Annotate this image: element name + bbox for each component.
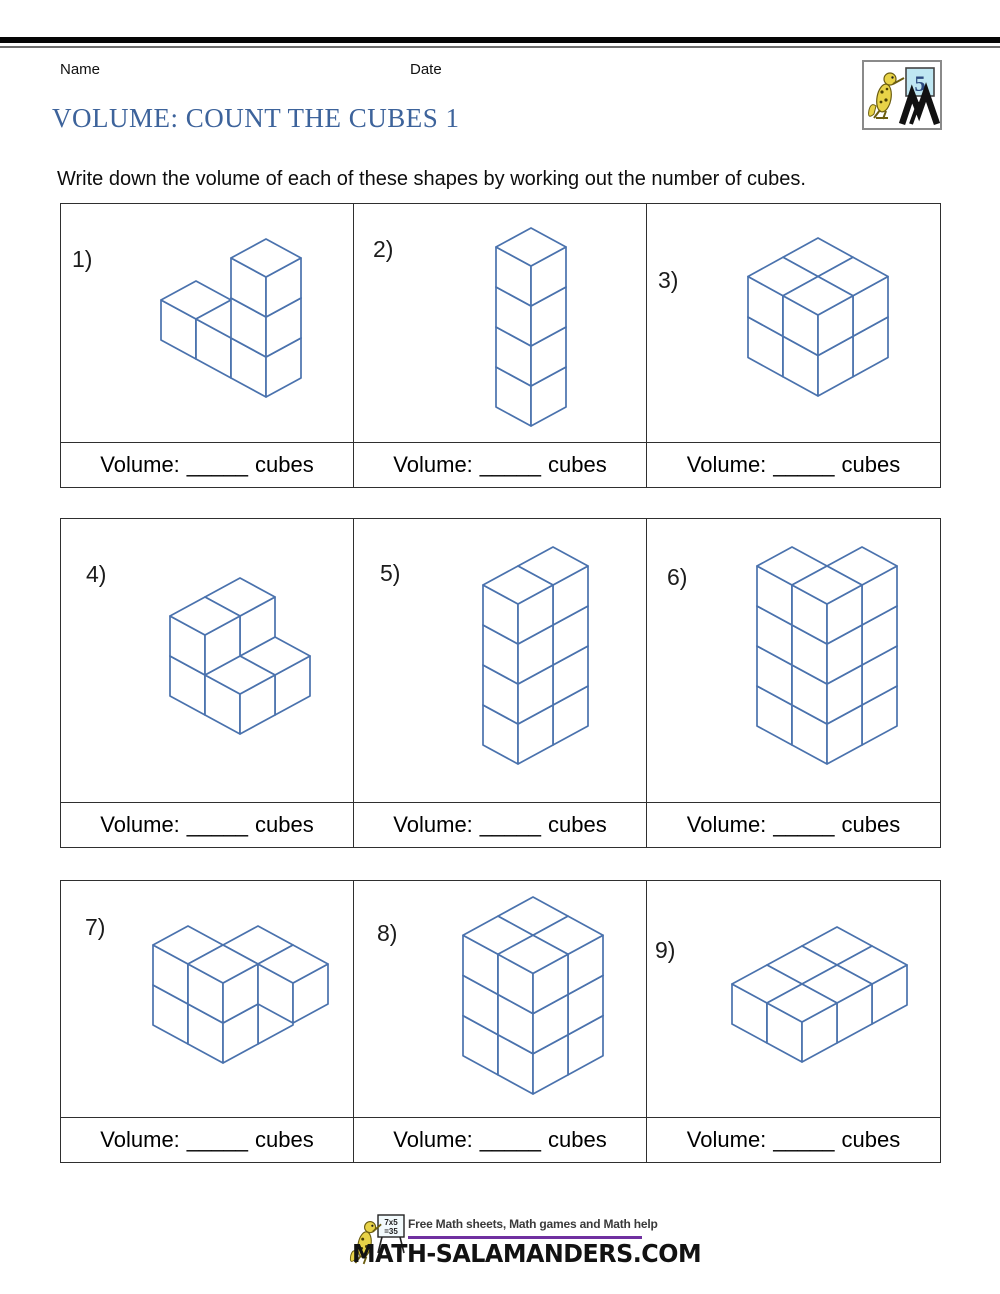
figure-number: 1) xyxy=(72,246,93,272)
volume-label: Volume: xyxy=(393,812,473,837)
volume-row: Volume:_____cubes xyxy=(61,442,354,487)
cube-figure xyxy=(495,227,567,427)
cube-figure xyxy=(482,546,589,765)
name-label: Name xyxy=(60,61,101,78)
footer-salamander-icon: 7x5 =35 xyxy=(349,1214,405,1265)
cube-figure xyxy=(169,577,311,735)
footer-tagline: Free Math sheets, Math games and Math he… xyxy=(408,1217,658,1231)
volume-row: Volume:_____cubes xyxy=(354,442,647,487)
volume-blank[interactable]: _____ xyxy=(479,1127,541,1152)
volume-blank[interactable]: _____ xyxy=(186,812,248,837)
volume-blank[interactable]: _____ xyxy=(773,812,835,837)
salamander-icon xyxy=(868,72,905,120)
logo-badge-art: 5 xyxy=(868,67,940,126)
top-rule-thin xyxy=(0,46,1000,48)
volume-unit: cubes xyxy=(841,812,901,837)
volume-blank[interactable]: _____ xyxy=(479,812,541,837)
top-rule-thick xyxy=(0,37,1000,43)
volume-label: Volume: xyxy=(686,812,767,837)
m-logo-icon xyxy=(898,82,940,126)
footer-divider xyxy=(408,1236,642,1239)
footer-board-icon: 7x5 =35 xyxy=(377,1214,405,1254)
volume-label: Volume: xyxy=(393,1127,473,1152)
page-title: VOLUME: COUNT THE CUBES 1 xyxy=(52,103,460,133)
figure-number: 9) xyxy=(655,937,676,963)
volume-unit: cubes xyxy=(547,452,607,477)
worksheet-cell: 2) xyxy=(354,204,647,442)
volume-unit: cubes xyxy=(254,812,314,837)
figure-number: 6) xyxy=(667,564,688,590)
volume-blank[interactable]: _____ xyxy=(773,1127,835,1152)
figure-number: 5) xyxy=(380,560,401,586)
volume-blank[interactable]: _____ xyxy=(186,1127,248,1152)
cube-figure xyxy=(731,926,908,1063)
site-logo-text: MATH-SALAMANDERS.COM xyxy=(352,1239,702,1268)
worksheet-cell: 5) xyxy=(354,519,647,802)
worksheet-cell: 9) xyxy=(647,881,940,1117)
cube-figure xyxy=(160,238,302,398)
figure-number: 2) xyxy=(373,236,394,262)
worksheet-cell: 1) xyxy=(61,204,354,442)
volume-label: Volume: xyxy=(686,1127,767,1152)
instruction-text: Write down the volume of each of these s… xyxy=(57,168,806,190)
volume-label: Volume: xyxy=(686,452,767,477)
svg-text:=35: =35 xyxy=(384,1227,398,1236)
cube-figure xyxy=(747,237,889,397)
svg-text:5: 5 xyxy=(915,71,926,96)
volume-row: Volume:_____cubes xyxy=(61,802,354,847)
volume-blank[interactable]: _____ xyxy=(773,452,835,477)
volume-unit: cubes xyxy=(841,1127,901,1152)
worksheet-cell: 8) xyxy=(354,881,647,1117)
figure-number: 4) xyxy=(86,561,107,587)
cube-figure xyxy=(756,546,898,765)
volume-unit: cubes xyxy=(841,452,901,477)
worksheet-cell: 3) xyxy=(647,204,940,442)
cube-figure xyxy=(462,896,604,1095)
volume-unit: cubes xyxy=(547,1127,607,1152)
volume-blank[interactable]: _____ xyxy=(186,452,248,477)
volume-label: Volume: xyxy=(100,812,180,837)
volume-row: Volume:_____cubes xyxy=(61,1117,354,1162)
volume-label: Volume: xyxy=(100,452,180,477)
volume-unit: cubes xyxy=(254,1127,314,1152)
figure-number: 3) xyxy=(658,267,679,293)
volume-blank[interactable]: _____ xyxy=(479,452,541,477)
volume-row: Volume:_____cubes xyxy=(647,442,940,487)
worksheet-cell: 7) xyxy=(61,881,354,1117)
volume-row: Volume:_____cubes xyxy=(647,802,940,847)
figure-number: 8) xyxy=(377,920,398,946)
cube-figure xyxy=(152,925,329,1064)
figure-number: 7) xyxy=(85,914,106,940)
worksheet-cell: 6) xyxy=(647,519,940,802)
volume-unit: cubes xyxy=(547,812,607,837)
logo-badge: 5 xyxy=(862,60,942,130)
volume-row: Volume:_____cubes xyxy=(354,1117,647,1162)
date-label: Date xyxy=(410,61,442,78)
svg-text:7x5: 7x5 xyxy=(384,1218,398,1227)
volume-unit: cubes xyxy=(254,452,314,477)
worksheet-cell: 4) xyxy=(61,519,354,802)
volume-row: Volume:_____cubes xyxy=(647,1117,940,1162)
footer: 7x5 =35 Free Math sheets, Math games and… xyxy=(340,1207,702,1277)
volume-row: Volume:_____cubes xyxy=(354,802,647,847)
volume-label: Volume: xyxy=(100,1127,180,1152)
volume-label: Volume: xyxy=(393,452,473,477)
